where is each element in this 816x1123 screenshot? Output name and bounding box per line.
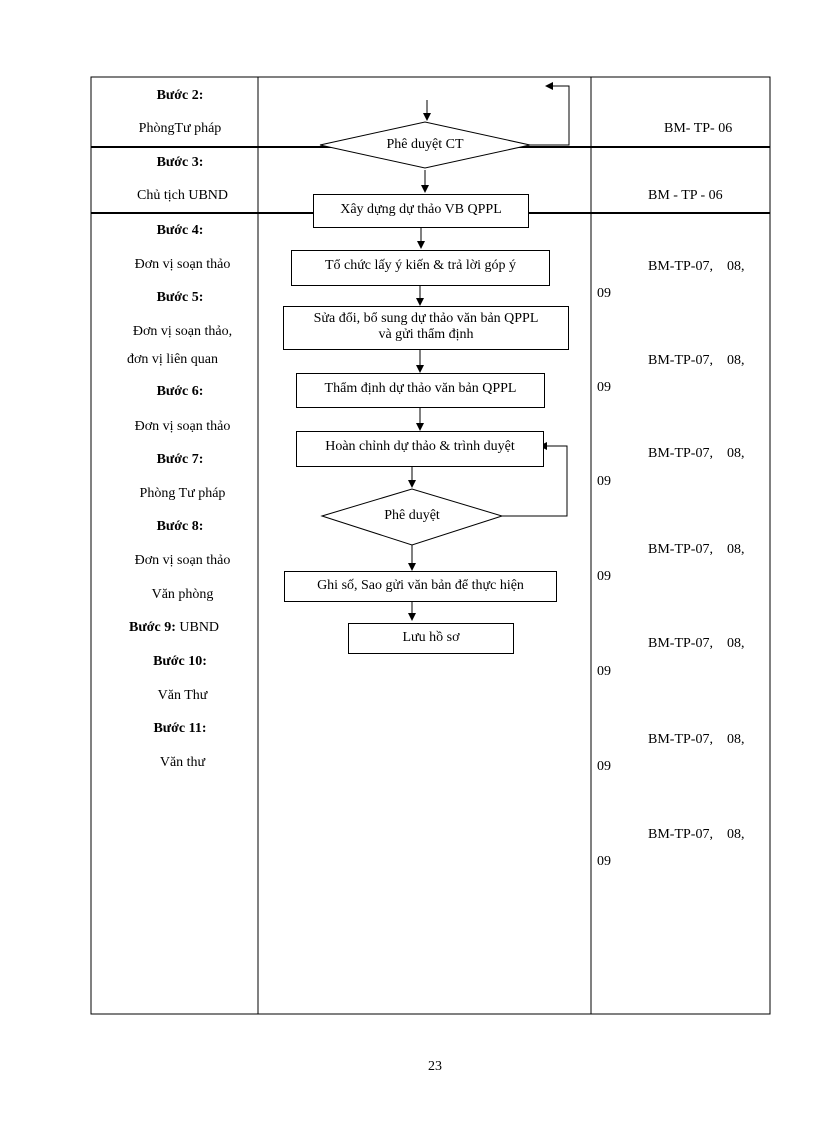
step-unit: Chủ tịch UBND xyxy=(137,188,228,203)
loop-line xyxy=(502,442,568,517)
process-box: Hoàn chỉnh dự thảo & trình duyệt xyxy=(296,431,544,467)
box-line: và gửi thẩm định xyxy=(378,327,474,342)
form-code-tail: 09 xyxy=(597,569,611,584)
step-unit: Đơn vị soạn thảo xyxy=(134,419,231,434)
step-title: Bước 5: xyxy=(156,290,204,305)
step-unit: Văn phòng xyxy=(151,587,214,602)
step-title: Bước 8: xyxy=(156,519,204,534)
step-title: Bước 2: xyxy=(156,88,204,103)
form-code-tail: 09 xyxy=(597,380,611,395)
form-code: BM-TP-07, 08, xyxy=(648,353,745,368)
process-box: Tổ chức lấy ý kiến & trả lời góp ý xyxy=(291,250,550,286)
step-title: Bước 6: xyxy=(156,384,204,399)
form-code: BM-TP-07, 08, xyxy=(648,542,745,557)
form-code-tail: 09 xyxy=(597,474,611,489)
step-unit: Đơn vị soạn thảo, xyxy=(132,324,233,339)
step-unit: đơn vị liên quan xyxy=(127,352,218,367)
step-title: Bước 3: xyxy=(156,155,204,170)
step-title: Bước 11: xyxy=(153,721,207,736)
form-code: BM-TP-07, 08, xyxy=(648,446,745,461)
form-code-tail: 09 xyxy=(597,759,611,774)
table-border xyxy=(90,76,771,1015)
form-code: BM - TP - 06 xyxy=(648,188,723,203)
form-code-tail: 09 xyxy=(597,664,611,679)
step-unit: Đơn vị soạn thảo xyxy=(134,257,231,272)
page-number: 23 xyxy=(428,1059,442,1074)
step-unit: Văn thư xyxy=(159,755,206,770)
process-box: Thẩm định dự thảo văn bản QPPL xyxy=(296,373,545,408)
process-box: Sửa đổi, bổ sung dự thảo văn bản QPPL và… xyxy=(283,306,569,350)
decision-label: Phê duyệt CT xyxy=(386,137,464,152)
form-code: BM- TP- 06 xyxy=(664,121,733,136)
box-line: Sửa đổi, bổ sung dự thảo văn bản QPPL xyxy=(313,311,539,326)
process-box: Ghi số, Sao gửi văn bản để thực hiện xyxy=(284,571,557,602)
form-code: BM-TP-07, 08, xyxy=(648,827,745,842)
step-9: Bước 9: UBND xyxy=(129,620,219,636)
step-title: Bước 9: xyxy=(129,620,176,635)
form-code-tail: 09 xyxy=(597,854,611,869)
step-title: Bước 10: xyxy=(153,654,207,669)
step-unit: PhòngTư pháp xyxy=(138,121,222,136)
form-code: BM-TP-07, 08, xyxy=(648,259,745,274)
step-title: Bước 7: xyxy=(156,452,204,467)
form-code: BM-TP-07, 08, xyxy=(648,732,745,747)
process-box: Xây dựng dự thảo VB QPPL xyxy=(313,194,529,228)
process-box: Lưu hồ sơ xyxy=(348,623,514,654)
step-unit: UBND xyxy=(179,620,220,635)
loop-line xyxy=(530,82,570,146)
form-code: BM-TP-07, 08, xyxy=(648,636,745,651)
step-title: Bước 4: xyxy=(156,223,204,238)
form-code-tail: 09 xyxy=(597,286,611,301)
step-unit: Phòng Tư pháp xyxy=(139,486,226,501)
decision-label: Phê duyệt xyxy=(384,508,440,523)
step-unit: Đơn vị soạn thảo xyxy=(134,553,231,568)
step-unit: Văn Thư xyxy=(157,688,208,703)
